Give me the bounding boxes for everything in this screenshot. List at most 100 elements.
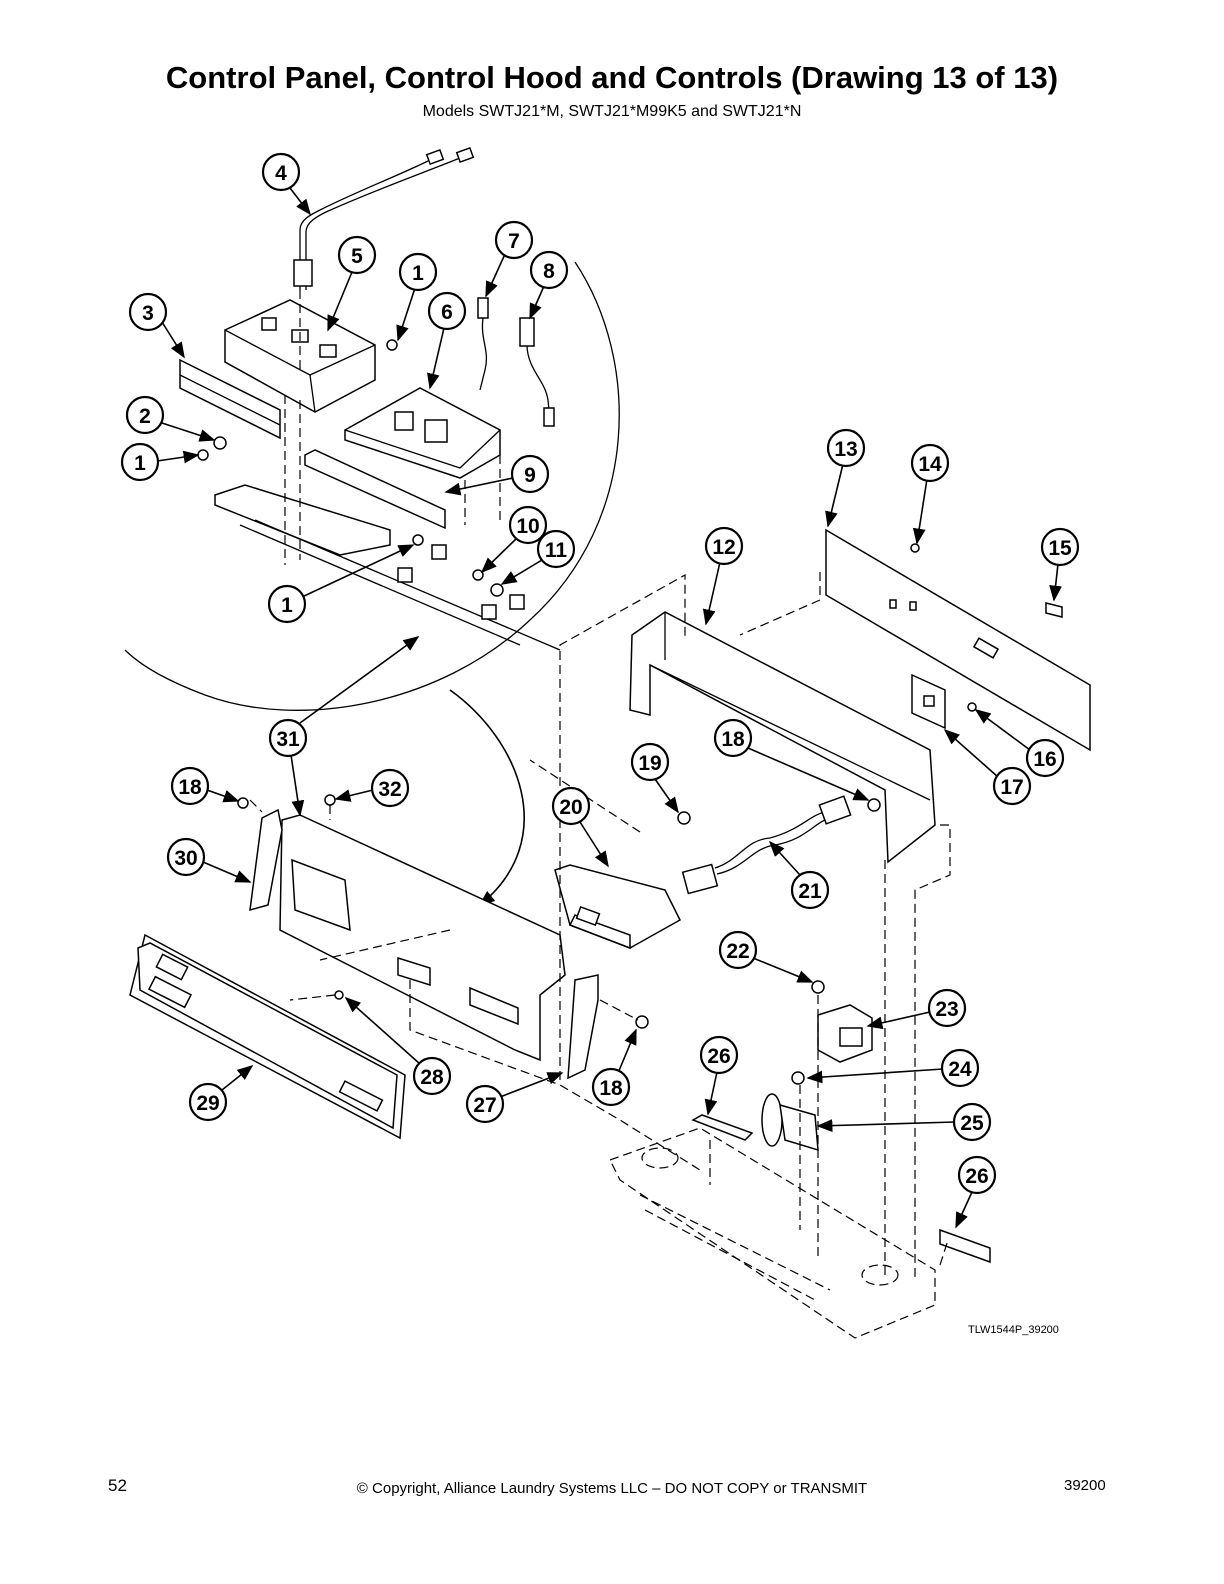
control-hood-12 [629,611,936,864]
svg-text:5: 5 [351,245,363,268]
svg-text:3: 3 [142,302,154,325]
svg-text:1: 1 [412,262,424,285]
wire-harness-21 [681,795,852,895]
page-subtitle: Models SWTJ21*M, SWTJ21*M99K5 and SWTJ21… [422,103,802,120]
svg-text:2: 2 [139,405,151,428]
callout-1a: 1 [120,442,200,482]
labels-26 [691,1114,991,1264]
callout-24: 24 [806,1048,980,1088]
copyright-notice: © Copyright, Alliance Laundry Systems LL… [356,1480,868,1497]
callout-4: 4 [261,152,311,216]
svg-text:1: 1 [281,594,293,617]
svg-text:17: 17 [1000,776,1023,799]
callout-30: 30 [166,837,252,883]
control-board-6 [344,387,501,479]
callout-10: 10 [480,505,548,574]
svg-text:25: 25 [960,1112,984,1135]
back-panel-13 [825,528,1091,752]
screws-main [237,543,977,1085]
svg-text:4: 4 [275,162,287,185]
svg-text:10: 10 [516,515,539,538]
svg-text:15: 15 [1048,537,1072,560]
bracket-3 [179,358,281,440]
callout-2: 2 [125,395,216,442]
callout-21: 21 [768,840,830,910]
callout-14: 14 [910,443,950,545]
svg-text:32: 32 [378,778,401,801]
svg-text:19: 19 [638,752,661,775]
callout-29: 29 [188,1065,254,1122]
callout-13: 13 [825,428,866,528]
callout-32: 32 [334,768,410,808]
callout-17: 17 [943,728,1032,806]
callout-23: 23 [866,988,967,1030]
wire-harness-7-8 [477,297,555,427]
svg-text:18: 18 [178,776,202,799]
callout-18c: 18 [591,1028,637,1107]
callout-8: 8 [529,250,569,320]
callout-1b: 1 [396,252,438,342]
control-panel-31 [279,814,566,1062]
callout-6: 6 [427,291,467,390]
clips-inset [397,544,525,620]
document-number: 39200 [1064,1477,1106,1494]
callout-7: 7 [485,220,534,298]
callout-15: 15 [1040,527,1080,602]
svg-text:18: 18 [721,728,745,751]
page-number: 52 [108,1476,127,1495]
svg-text:22: 22 [726,940,749,963]
svg-text:30: 30 [174,847,197,870]
transformer-23 [817,1004,873,1063]
svg-text:11: 11 [545,539,568,562]
svg-text:18: 18 [599,1077,623,1100]
page-title: Control Panel, Control Hood and Controls… [165,60,1059,95]
svg-text:28: 28 [420,1066,444,1089]
svg-text:24: 24 [948,1058,972,1081]
drawing-code: TLW1544P_39200 [968,1324,1059,1336]
svg-text:20: 20 [559,796,582,819]
callout-12: 12 [702,526,744,626]
callout-31: 31 [268,636,420,817]
graphic-overlay-29 [129,933,406,1140]
svg-text:31: 31 [276,728,300,751]
callout-26b: 26 [955,1155,997,1229]
callout-22: 22 [718,930,814,983]
callout-11: 11 [500,529,576,585]
assembly-dashed-lines [249,570,951,1280]
svg-text:6: 6 [441,301,453,324]
pressure-switch-25 [761,1093,819,1152]
svg-text:12: 12 [712,536,735,559]
callout-18a: 18 [170,766,240,806]
callout-1c: 1 [267,544,415,624]
svg-text:23: 23 [935,998,958,1021]
svg-text:1: 1 [134,452,146,475]
svg-text:14: 14 [918,453,942,476]
svg-text:16: 16 [1033,748,1056,771]
svg-text:27: 27 [473,1094,496,1117]
svg-text:7: 7 [508,230,520,253]
svg-text:26: 26 [965,1165,988,1188]
cabinet-top-dashed [609,1127,936,1339]
detail-bubble-outline [124,261,620,711]
svg-text:26: 26 [707,1045,730,1068]
svg-text:21: 21 [798,880,822,903]
switch-17 [911,673,946,730]
svg-text:8: 8 [543,260,555,283]
wire-harness-4 [293,146,475,290]
svg-text:29: 29 [196,1092,219,1115]
callout-5: 5 [327,235,377,332]
callout-20: 20 [551,786,609,868]
callout-26a: 26 [699,1035,739,1116]
end-cap-30 [249,808,283,912]
module-20 [554,864,681,950]
bubble-connector-arrow [449,689,525,907]
end-cap-27 [567,974,599,1080]
callout-18b: 18 [713,718,870,801]
svg-text:9: 9 [524,464,536,487]
callout-27: 27 [465,1072,564,1124]
trim-piece-9 [214,449,561,651]
callout-25: 25 [816,1102,992,1142]
callout-28: 28 [344,996,452,1096]
callout-19: 19 [630,742,679,814]
